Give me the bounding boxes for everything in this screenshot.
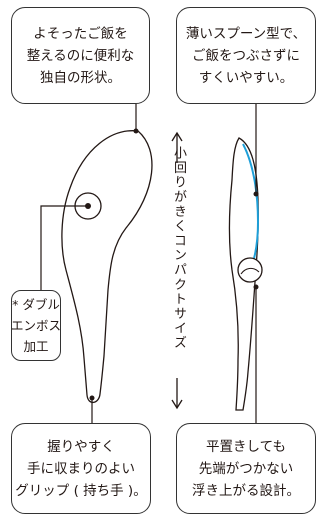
callout-thin-spoon-line-2: ご飯をつぶさずに xyxy=(192,47,300,64)
callout-shape-line-3: 独自の形状。 xyxy=(40,69,121,86)
callout-shape-line-2: 整えるのに便利な xyxy=(26,47,135,64)
callout-grip: 握りやすく 手に収まりのよい グリップ ( 持ち手 )。 xyxy=(11,423,151,514)
callout-shape-line-1: よそったご飯を xyxy=(33,25,128,42)
leader-emboss xyxy=(40,205,88,290)
side-emboss-ring xyxy=(237,257,263,283)
callout-emboss-line-1: * ダブル xyxy=(12,297,60,312)
callout-grip-line-1: 握りやすく xyxy=(47,438,115,455)
dimension-arrow-down-head xyxy=(171,399,183,410)
callout-raised-tip: 平置きしても 先端がつかない 浮き上がる設計。 xyxy=(176,423,316,514)
leader-bottom-right-dot xyxy=(253,284,259,290)
callout-emboss: * ダブル エンボス 加工 xyxy=(11,290,61,361)
leader-top-right-dot xyxy=(253,191,259,197)
leader-bottom-left-dot xyxy=(89,395,95,401)
callout-emboss-line-3: 加工 xyxy=(23,339,49,354)
callout-grip-line-2: 手に収まりのよい xyxy=(27,460,135,477)
spoon-curve-highlight xyxy=(242,143,260,263)
paddle-front-outline xyxy=(61,130,153,404)
dimension-label: 小回りがきくコンパクトサイズ xyxy=(171,146,186,351)
callout-grip-line-3: グリップ ( 持ち手 )。 xyxy=(15,482,147,499)
callout-shape: よそったご飯を 整えるのに便利な 独自の形状。 xyxy=(11,7,150,104)
leader-top-left-dot xyxy=(133,128,139,134)
callout-raised-tip-line-2: 先端がつかない xyxy=(198,460,294,477)
callout-thin-spoon-line-1: 薄いスプーン型で、 xyxy=(185,25,307,42)
callout-thin-spoon-line-3: すくいやすい。 xyxy=(198,69,294,86)
callout-raised-tip-line-3: 浮き上がる設計。 xyxy=(192,482,300,499)
callout-thin-spoon: 薄いスプーン型で、 ご飯をつぶさずに すくいやすい。 xyxy=(176,7,316,104)
side-emboss-inner xyxy=(240,267,260,275)
callout-emboss-line-2: エンボス xyxy=(11,318,62,333)
dimension-arrow-up-head xyxy=(171,131,183,142)
callout-raised-tip-line-1: 平置きしても xyxy=(206,438,286,455)
